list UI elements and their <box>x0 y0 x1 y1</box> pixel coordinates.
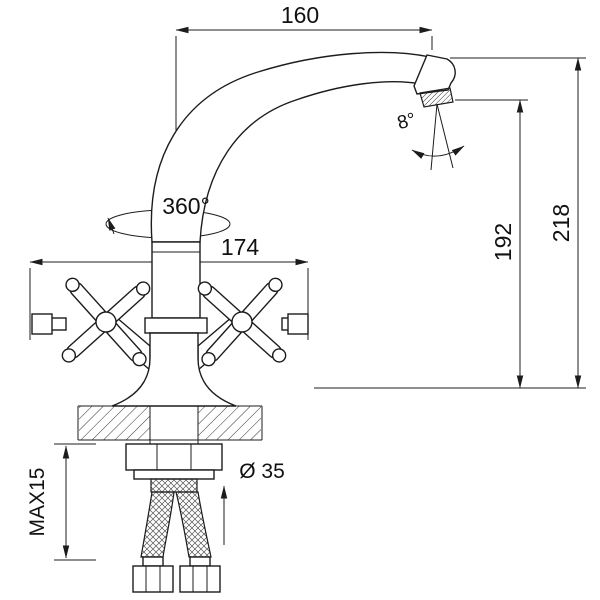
spout-tilt-angle-label: 8° <box>395 109 418 134</box>
right-handle-hub <box>231 311 253 333</box>
left-handle-hub <box>95 311 117 333</box>
supply-hoses <box>132 491 221 593</box>
faucet-stem <box>151 241 201 319</box>
right-handle-cap <box>287 313 309 335</box>
right-hose <box>175 491 212 558</box>
dim-spout-reach-label: 160 <box>281 2 319 28</box>
mounting-nut <box>125 443 223 493</box>
stem-collar <box>144 317 208 334</box>
aerator <box>419 87 454 108</box>
spout-head <box>413 54 456 95</box>
right-cross-handle <box>197 277 287 367</box>
hole-diameter-label: Ø 35 <box>239 460 285 483</box>
dim-max-deck-thickness <box>54 443 96 561</box>
left-hose-ferrule <box>142 556 164 567</box>
spout-tilt-symbol <box>411 103 465 171</box>
faucet <box>31 51 456 593</box>
swivel-angle-label: 360° <box>162 193 210 219</box>
left-cross-handle <box>61 277 151 367</box>
right-hose-ferrule <box>189 556 211 567</box>
threaded-shank <box>150 478 198 493</box>
dim-outlet-height-label: 192 <box>490 223 516 261</box>
dim-handle-span-label: 174 <box>221 234 260 260</box>
countertop-section <box>77 405 263 444</box>
dim-overall-height-218 <box>314 57 586 389</box>
left-hose <box>140 491 175 558</box>
washer <box>133 469 215 480</box>
right-hose-nut <box>179 565 221 593</box>
left-handle-cap <box>31 313 53 335</box>
dim-outlet-height-192 <box>455 99 528 389</box>
max-deck-thickness-label: MAX15 <box>26 468 49 537</box>
dim-overall-height-label: 218 <box>548 204 574 242</box>
left-hose-nut <box>132 565 174 593</box>
